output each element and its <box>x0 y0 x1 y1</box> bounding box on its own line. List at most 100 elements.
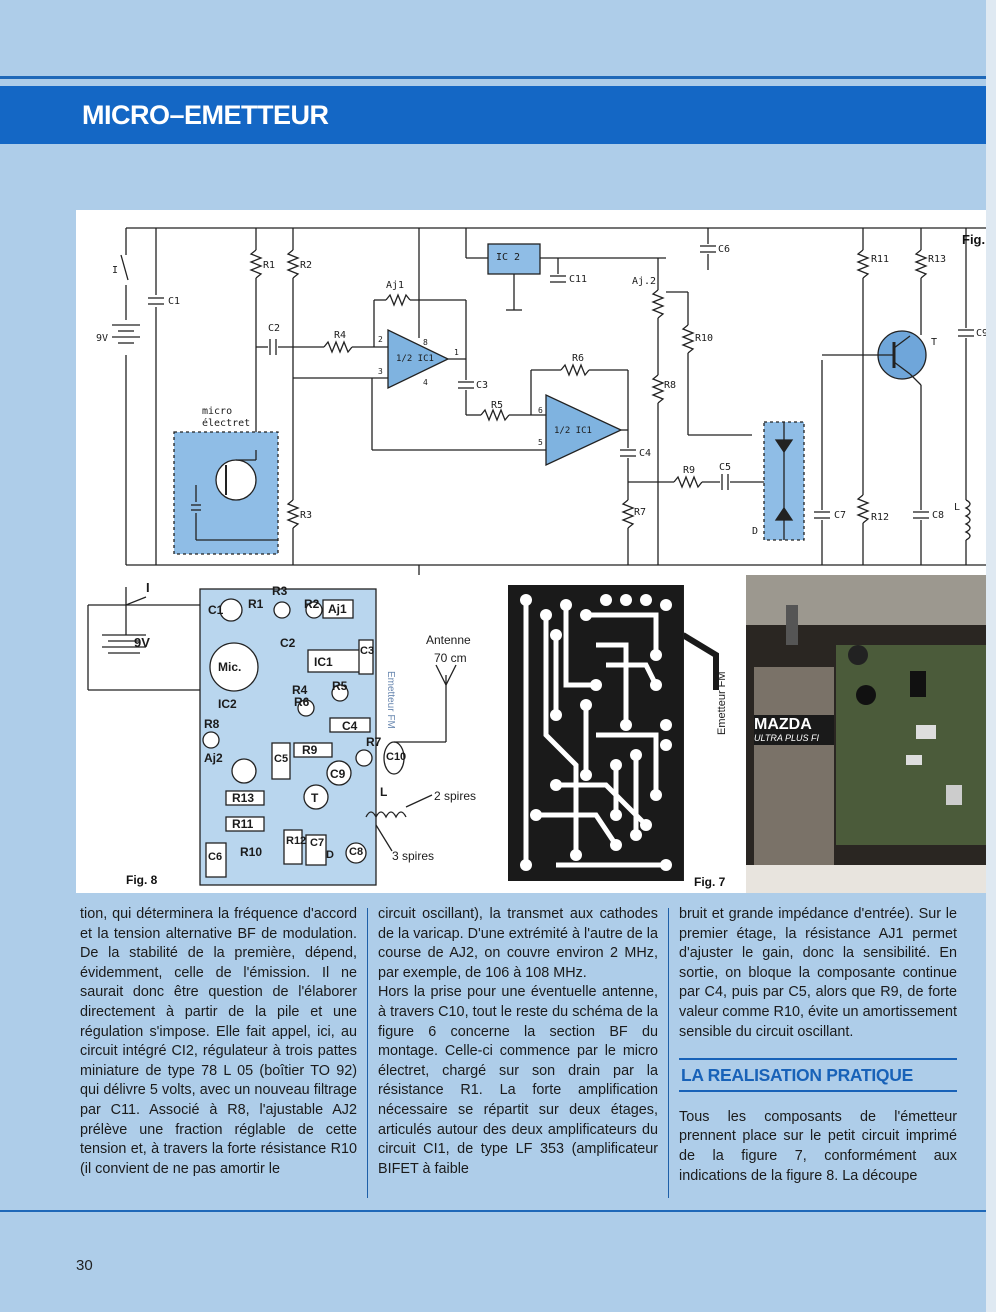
title-band: MICRO–EMETTEUR <box>0 86 996 144</box>
pcb-drawing <box>508 585 719 881</box>
label-c7: C7 <box>834 510 847 521</box>
part-r4: R4 <box>292 683 308 697</box>
page-title: MICRO–EMETTEUR <box>82 100 329 130</box>
label-r5: R5 <box>491 400 504 411</box>
label-r1: R1 <box>263 260 276 271</box>
label-ic1b: 1/2 IC1 <box>554 426 592 436</box>
section-heading: LA REALISATION PRATIQUE <box>679 1058 957 1092</box>
label-pin1: 1 <box>454 348 459 357</box>
antenna-label: Antenne <box>426 633 471 647</box>
label-r8: R8 <box>664 380 677 391</box>
label-r12: R12 <box>871 512 890 523</box>
figure-6-label: Fig. <box>962 232 986 247</box>
part-r5: R5 <box>332 679 348 693</box>
part-ic2: IC2 <box>218 697 237 711</box>
part-c8: C8 <box>349 846 364 858</box>
part-r8: R8 <box>204 717 220 731</box>
page-edge <box>986 0 996 1312</box>
label-r6: R6 <box>572 353 585 364</box>
part-aj1: Aj1 <box>328 602 347 616</box>
label-c11: C11 <box>569 274 588 285</box>
battery-brand: MAZDA <box>754 716 812 733</box>
part-ic1: IC1 <box>314 655 333 669</box>
label-pin8: 8 <box>423 338 428 347</box>
text-column-2: circuit oscillant), la transmet aux cath… <box>378 905 658 1179</box>
label-mic-2: électret <box>202 418 251 429</box>
label-c3: C3 <box>476 380 489 391</box>
part-c2: C2 <box>280 636 296 650</box>
column-2-paragraph-2: Hors la prise pour une éventuelle antenn… <box>378 984 658 1177</box>
part-c10: C10 <box>386 751 407 763</box>
part-r7: R7 <box>366 735 382 749</box>
label-c1: C1 <box>168 296 181 307</box>
part-c7: C7 <box>310 837 325 849</box>
label-pin6: 6 <box>538 406 543 415</box>
label-c6: C6 <box>718 244 731 255</box>
part-aj2: Aj2 <box>204 751 223 765</box>
figure-7-caption: Fig. 7 <box>694 875 726 889</box>
part-d: D <box>326 849 334 861</box>
part-r11: R11 <box>232 817 254 831</box>
antenna-length: 70 cm <box>434 651 467 665</box>
part-c6: C6 <box>208 851 223 863</box>
label-ic2: IC 2 <box>496 252 521 263</box>
label-r7: R7 <box>634 507 647 518</box>
text-column-1: tion, qui déterminera la fréquence d'acc… <box>80 905 357 1179</box>
column-3-paragraph-1: bruit et grande impédance d'entrée). Sur… <box>679 906 957 1040</box>
fig8-switch-label: I <box>146 580 150 595</box>
column-divider-1 <box>367 908 368 1198</box>
label-r9: R9 <box>683 465 696 476</box>
label-t: T <box>931 337 938 348</box>
label-r13: R13 <box>928 254 947 265</box>
figure-8-caption: Fig. 8 <box>126 873 158 887</box>
column-1-text: tion, qui déterminera la fréquence d'acc… <box>80 906 357 1177</box>
text-column-3: bruit et grande impédance d'entrée). Sur… <box>679 905 957 1186</box>
part-c9: C9 <box>330 767 346 781</box>
part-r6: R6 <box>294 695 310 709</box>
page-number: 30 <box>76 1257 93 1274</box>
label-d: D <box>752 526 759 537</box>
part-c4: C4 <box>342 719 358 733</box>
column-divider-2 <box>668 908 669 1198</box>
label-r2: R2 <box>300 260 313 271</box>
schematic-drawing <box>112 227 996 575</box>
part-r12: R12 <box>286 835 307 847</box>
photo-drawing <box>746 575 996 893</box>
part-c5: C5 <box>274 753 289 765</box>
label-pin3: 3 <box>378 367 383 376</box>
label-battery: 9V <box>96 333 109 344</box>
part-c3: C3 <box>360 645 375 657</box>
fig8-board-text: Emetteur FM <box>385 671 396 729</box>
label-mic-1: micro <box>202 406 233 417</box>
layout-drawing <box>87 587 457 886</box>
part-r13: R13 <box>232 791 255 805</box>
label-c4: C4 <box>639 448 652 459</box>
top-rule <box>0 76 996 79</box>
label-r11: R11 <box>871 254 890 265</box>
battery-subtitle: ULTRA PLUS FI <box>754 733 820 743</box>
label-r10: R10 <box>695 333 714 344</box>
figure-8-layout: I 9V Antenne 70 cm 2 spires 3 spires Eme… <box>76 575 496 893</box>
label-aj2: Aj.2 <box>632 276 657 287</box>
part-c1: C1 <box>208 603 224 617</box>
part-mic: Mic. <box>218 660 242 674</box>
fig8-battery-label: 9V <box>134 635 150 650</box>
label-c5: C5 <box>719 462 732 473</box>
label-ic1a: 1/2 IC1 <box>396 354 434 364</box>
part-r3: R3 <box>272 584 288 598</box>
part-r10: R10 <box>240 845 263 859</box>
column-2-paragraph-1: circuit oscillant), la transmet aux cath… <box>378 906 658 981</box>
part-t: T <box>311 791 319 805</box>
label-c8: C8 <box>932 510 945 521</box>
figure-7-pcb: Emetteur FM Fig. 7 <box>496 575 746 893</box>
label-r4: R4 <box>334 330 347 341</box>
label-aj1: Aj1 <box>386 280 405 291</box>
label-c2: C2 <box>268 323 281 334</box>
label-r3: R3 <box>300 510 313 521</box>
fig7-board-text: Emetteur FM <box>716 671 728 735</box>
label-pin5: 5 <box>538 438 543 447</box>
schematic-figure: R1 R2 R3 R4 R5 R6 R7 R8 R9 R10 R11 R12 R… <box>76 210 996 575</box>
spires-3-label: 3 spires <box>392 849 435 863</box>
spires-2-label: 2 spires <box>434 789 477 803</box>
